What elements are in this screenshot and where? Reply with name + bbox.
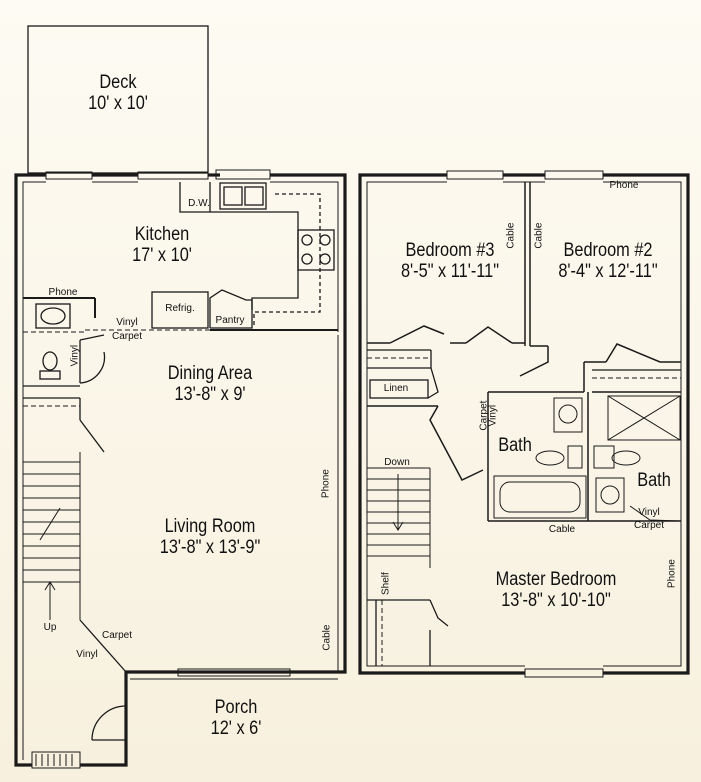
kitchen-label: Kitchen 17' x 10' <box>119 224 205 267</box>
dining-size: 13'-8" x 9' <box>174 384 246 406</box>
vinyl-note-kitchen: Vinyl <box>116 317 138 328</box>
carpet-note-entry: Carpet <box>101 630 132 641</box>
dishwasher-label: D.W. <box>188 198 210 209</box>
shelf-label: Shelf <box>380 572 392 595</box>
cable-note-bedroom3: Cable <box>505 222 517 249</box>
porch-door <box>79 619 127 741</box>
deck-size: 10' x 10' <box>88 93 148 115</box>
carpet-note-kitchen: Carpet <box>111 331 142 342</box>
master-label: Master Bedroom 13'-8" x 10'-10" <box>479 569 634 612</box>
refrigerator-label: Refrig. <box>165 303 195 314</box>
half-bath <box>23 303 106 387</box>
deck-outline <box>27 25 209 174</box>
carpet-note-bath: Carpet <box>633 520 664 531</box>
kitchen-counter <box>179 182 335 328</box>
kitchen-size: 17' x 10' <box>132 245 192 267</box>
top-windows <box>45 169 271 180</box>
linen-closet <box>367 349 681 399</box>
master-closet <box>367 599 449 666</box>
phone-note-hall: Phone <box>48 287 78 298</box>
dining-label: Dining Area 13'-8" x 9' <box>141 363 279 406</box>
deck-name: Deck <box>99 72 137 93</box>
master-size: 13'-8" x 10'-10" <box>501 590 611 612</box>
vinyl-note-entry: Vinyl <box>76 649 98 660</box>
deck-label: Deck 10' x 10' <box>78 72 157 115</box>
vinyl-note-halfbath: Vinyl <box>69 344 81 367</box>
pantry-label: Pantry <box>215 315 245 326</box>
living-size: 13'-8" x 13'-9" <box>159 537 261 559</box>
porch-label: Porch 12' x 6' <box>195 697 278 740</box>
cable-note-living: Cable <box>321 624 333 651</box>
living-name: Living Room <box>164 516 256 537</box>
front-door <box>31 751 81 769</box>
bedroom-walls <box>367 182 681 392</box>
refrigerator <box>151 291 209 329</box>
closet <box>23 397 105 453</box>
phone-note-living: Phone <box>320 469 332 499</box>
left-bath-fixtures <box>493 397 587 519</box>
pantry-outline <box>209 289 253 329</box>
phone-note-bedroom2: Phone <box>609 180 639 191</box>
bedroom3-label: Bedroom #3 8'-5" x 11'-11" <box>390 240 510 283</box>
cable-note-bath: Cable <box>548 524 576 535</box>
master-name: Master Bedroom <box>495 569 617 590</box>
kitchen-name: Kitchen <box>134 224 190 245</box>
stairs-down <box>367 467 431 568</box>
phone-note-master: Phone <box>666 559 678 589</box>
bedroom3-size: 8'-5" x 11'-11" <box>400 261 500 283</box>
linen-label: Linen <box>383 383 409 394</box>
stairs-up <box>23 452 81 620</box>
vinyl-note-upperhall: Vinyl <box>487 404 499 427</box>
bath-block <box>367 391 681 522</box>
bedroom3-name: Bedroom #3 <box>405 240 495 261</box>
porch-name: Porch <box>214 697 258 718</box>
stairs-up-label: Up <box>43 622 57 633</box>
bedroom2-name: Bedroom #2 <box>563 240 653 261</box>
porch-size: 12' x 6' <box>210 718 262 740</box>
first-floor-walls <box>14 173 347 767</box>
dining-name: Dining Area <box>167 363 253 384</box>
bath-left-label: Bath <box>498 435 532 456</box>
bath-right-label: Bath <box>637 470 671 491</box>
cable-note-bedroom2: Cable <box>533 222 545 249</box>
bedroom2-size: 8'-4" x 12'-11" <box>558 261 658 283</box>
vinyl-note-bath: Vinyl <box>638 507 660 518</box>
second-floor-walls <box>358 173 690 675</box>
bedroom2-label: Bedroom #2 8'-4" x 12'-11" <box>548 240 668 283</box>
porch-window <box>177 668 291 677</box>
living-label: Living Room 13'-8" x 13'-9" <box>133 516 288 559</box>
stairs-down-label: Down <box>384 457 410 468</box>
right-bath-fixtures <box>593 395 682 522</box>
